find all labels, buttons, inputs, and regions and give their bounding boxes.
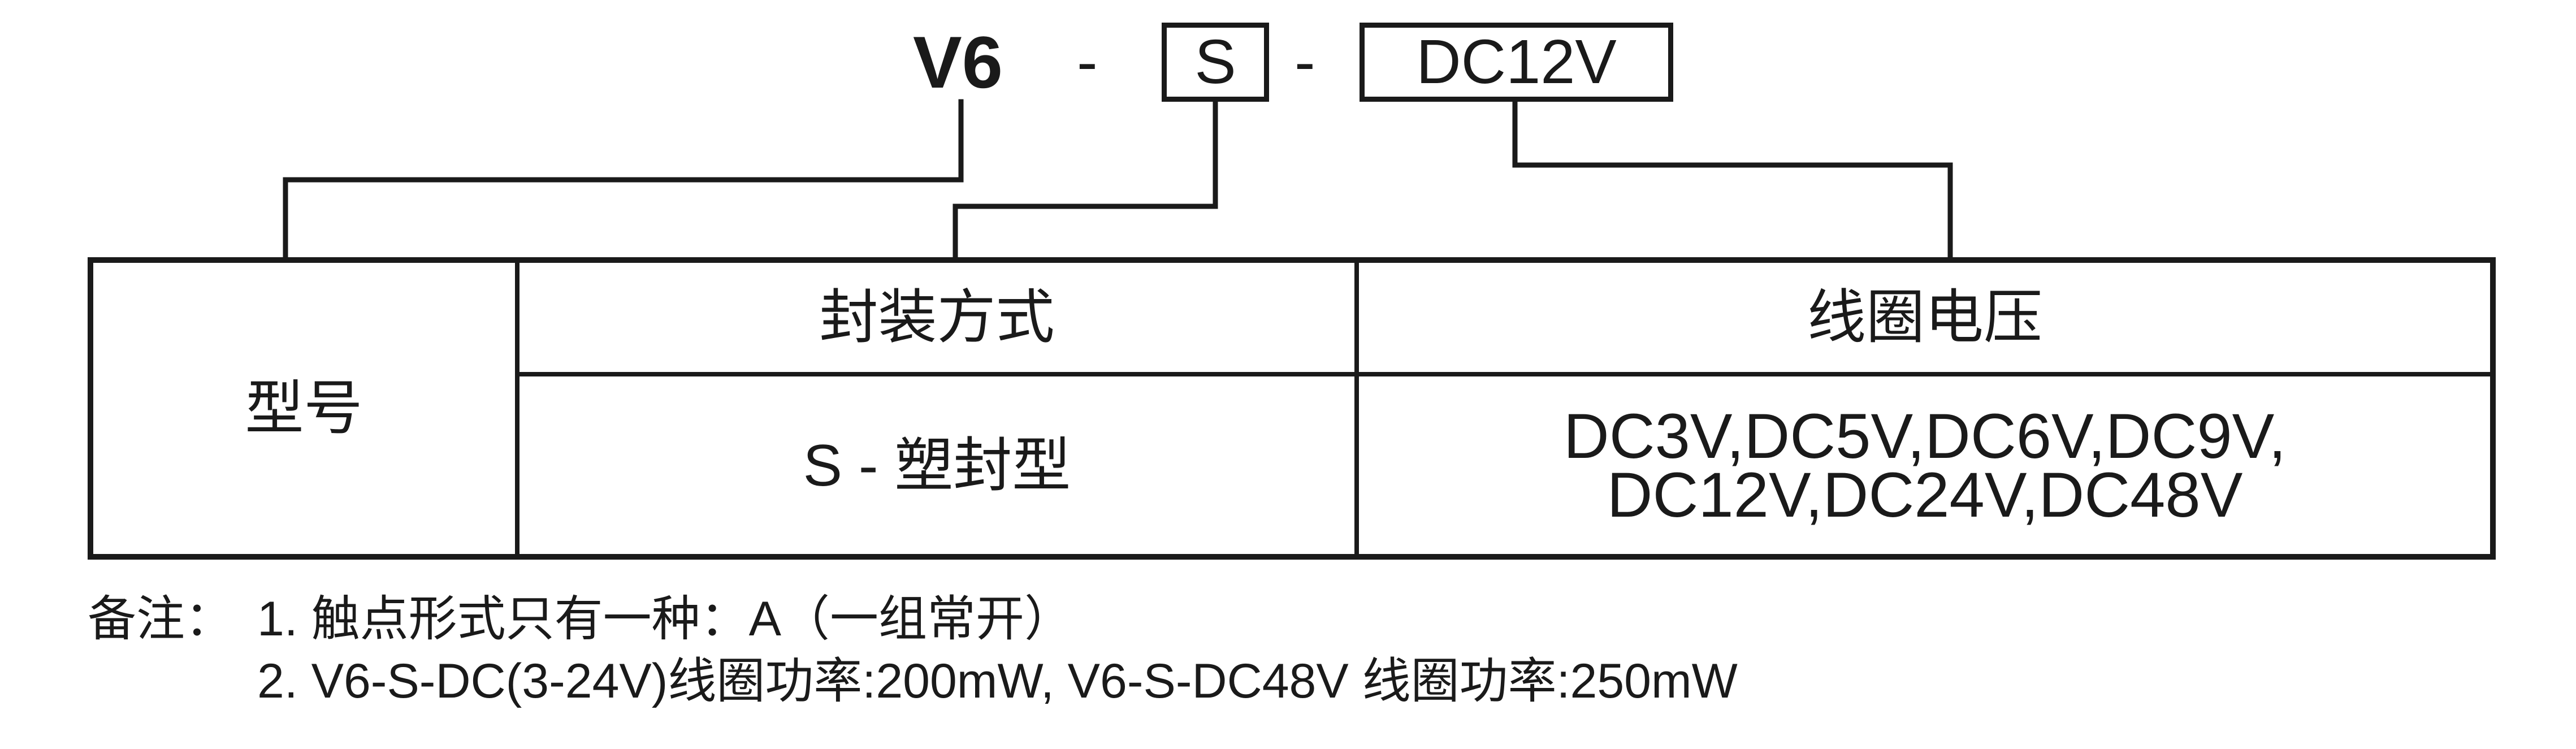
model-label-cell: 型号 [93, 263, 514, 554]
package-value-cell: S - 塑封型 [520, 377, 1354, 554]
note-1: 1. 触点形式只有一种：A（一组常开） [257, 592, 1073, 646]
voltage-header: 线圈电压 [1807, 284, 2042, 350]
notes-label: 备注： [88, 592, 233, 646]
connector-voltage [1512, 99, 1953, 263]
voltage-value-cell: DC3V,DC5V,DC6V,DC9V, DC12V,DC24V,DC48V [1360, 377, 2490, 554]
package-value: S - 塑封型 [803, 432, 1071, 499]
package-header-cell: 封装方式 [520, 263, 1354, 372]
connector-model [283, 99, 964, 263]
model-label: 型号 [245, 375, 363, 441]
note-2: 2. V6-S-DC(3-24V)线圈功率:200mW, V6-S-DC48V … [257, 654, 1738, 708]
connector-package [953, 99, 1218, 263]
model-code: V6 [913, 21, 1003, 103]
package-header: 封装方式 [819, 284, 1055, 350]
code-dash-2: - [1295, 27, 1315, 97]
voltage-header-cell: 线圈电压 [1360, 263, 2490, 372]
table-frame [88, 257, 2496, 560]
voltage-values-line-1: DC3V,DC5V,DC6V,DC9V, [1563, 401, 2287, 472]
voltage-code-box: DC12V [1360, 23, 1673, 102]
code-dash-1: - [1077, 27, 1098, 97]
voltage-values-line-2: DC12V,DC24V,DC48V [1607, 459, 2243, 530]
